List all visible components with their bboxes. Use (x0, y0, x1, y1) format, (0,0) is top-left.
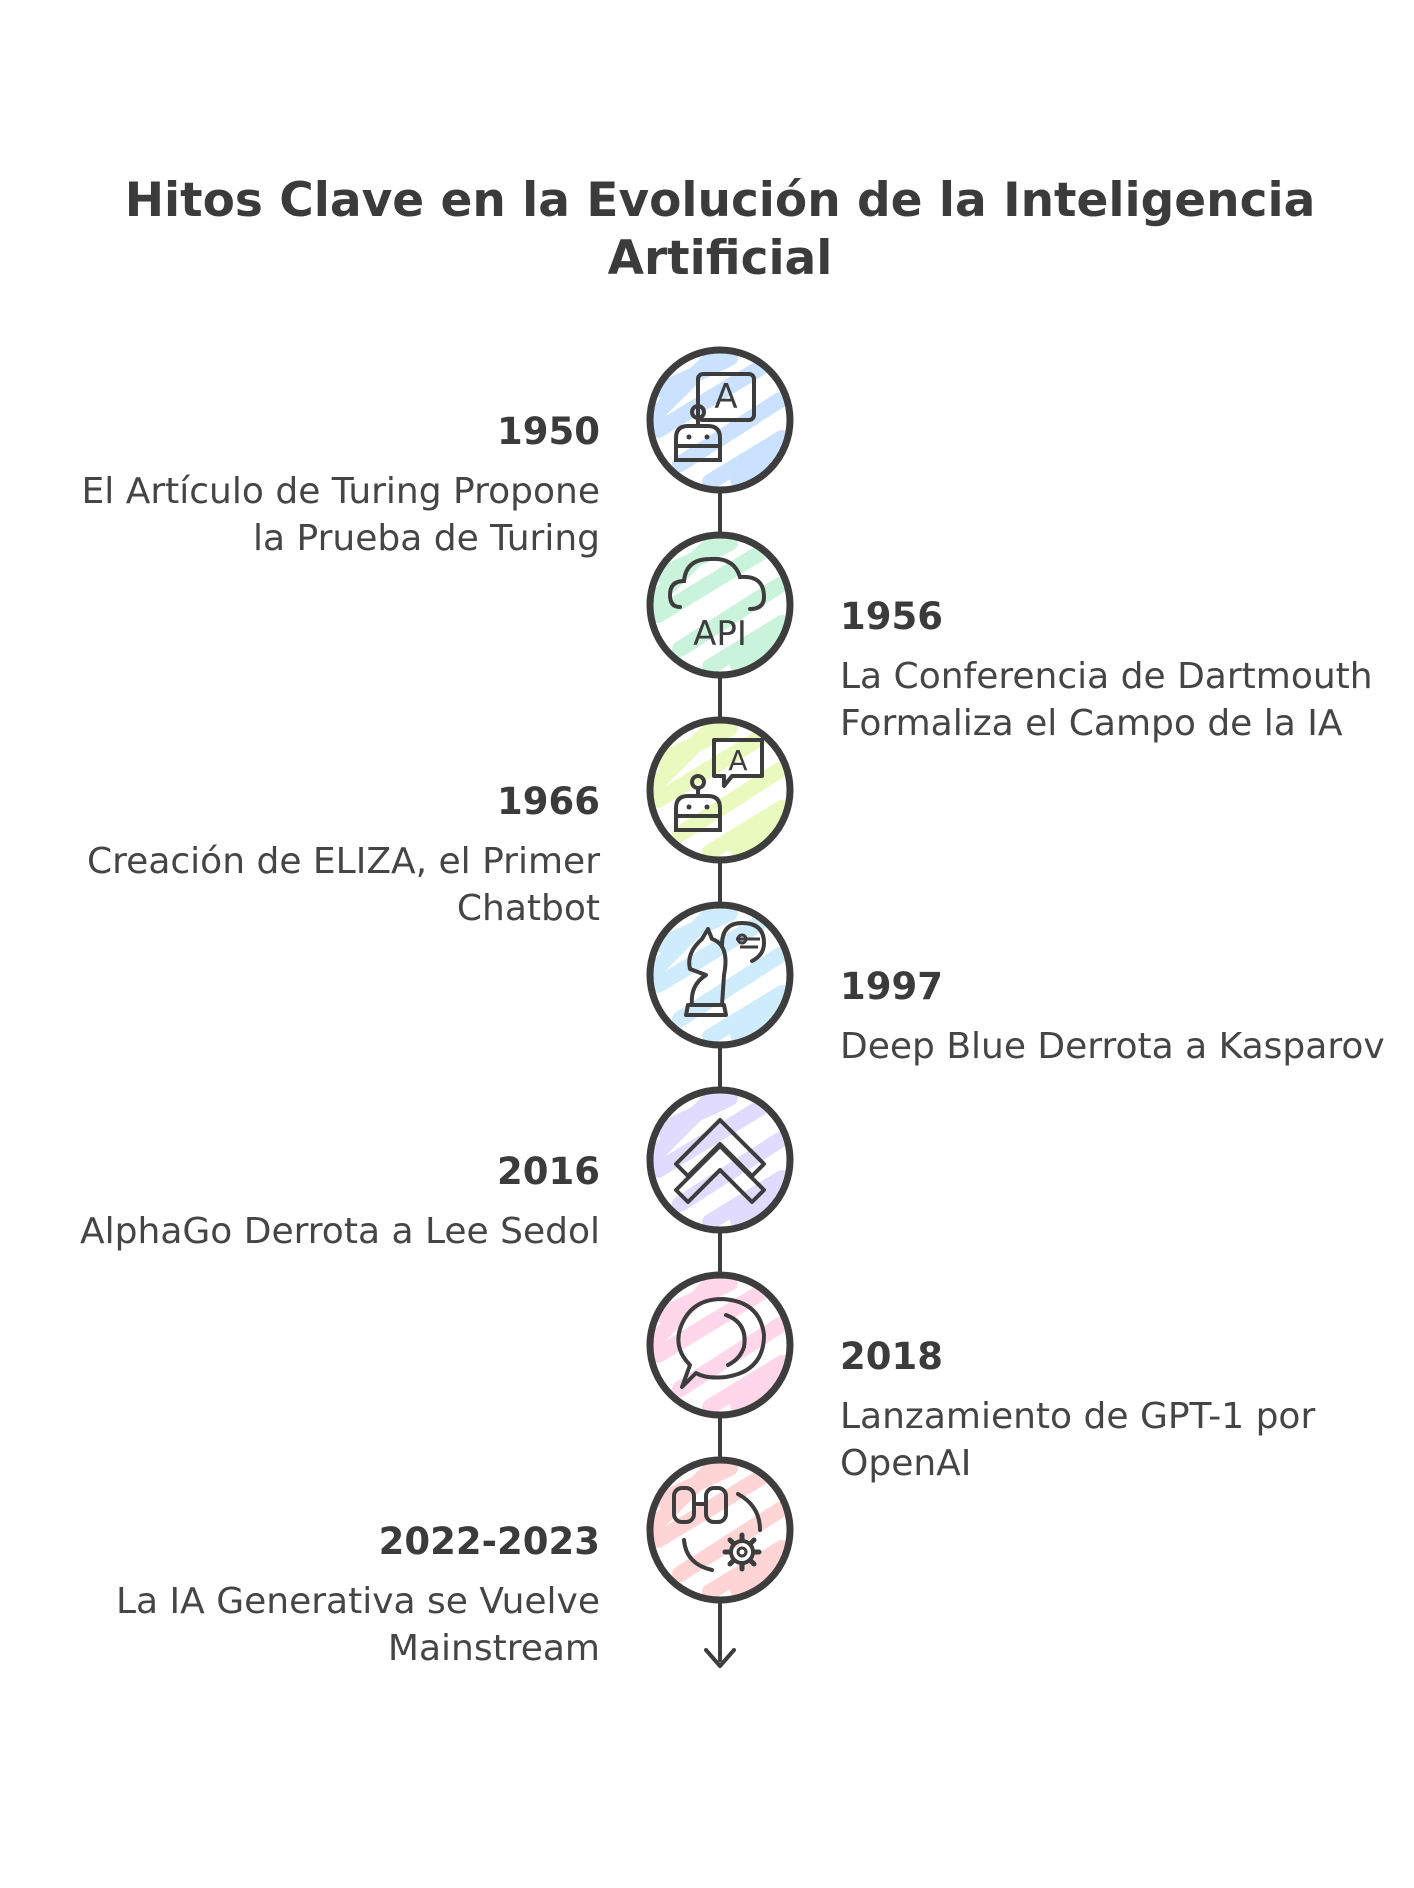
robot-translate-icon: A (674, 372, 756, 462)
milestone-description: Deep Blue Derrota a Kasparov (840, 1026, 1385, 1067)
milestone-year: 1997 (840, 965, 943, 1008)
milestone-description: El Artículo de Turing Propone la Prueba … (81, 471, 600, 559)
diagram-title: Hitos Clave en la Evolución de la Inteli… (124, 173, 1316, 286)
milestone-description: La Conferencia de Dartmouth Formaliza el… (840, 656, 1373, 744)
node-ring (646, 901, 794, 1049)
node-tint (646, 716, 790, 860)
milestone-year: 2016 (497, 1150, 600, 1193)
node-ring (646, 1086, 794, 1234)
milestone-description: AlphaGo Derrota a Lee Sedol (80, 1211, 600, 1252)
milestone-year: 1950 (497, 410, 600, 453)
milestone-node (646, 1086, 794, 1234)
robot-chat-icon: A (674, 738, 764, 832)
node-ring (646, 1271, 794, 1419)
svg-text:A: A (714, 377, 737, 417)
double-chevron-up-icon (674, 1118, 766, 1204)
milestone-node: API (646, 531, 794, 679)
milestone-year: 2022-2023 (378, 1520, 600, 1563)
milestone-description: La IA Generativa se Vuelve Mainstream (116, 1581, 600, 1669)
milestone-description: Creación de ELIZA, el Primer Chatbot (87, 841, 600, 929)
svg-text:API: API (693, 614, 747, 654)
cloud-api-icon: API (667, 556, 767, 654)
node-ring (646, 531, 794, 679)
speech-bubble-icon (676, 1297, 766, 1389)
milestone-node (646, 1271, 794, 1419)
milestone-year: 1966 (497, 780, 600, 823)
milestone-node (646, 901, 794, 1049)
chess-knight-brain-icon (684, 920, 767, 1017)
node-tint (646, 346, 790, 490)
svg-text:A: A (728, 744, 747, 777)
timeline-arrow (704, 1648, 736, 1668)
milestone-year: 1956 (840, 595, 943, 638)
milestone-description: Lanzamiento de GPT-1 por OpenAI (840, 1396, 1316, 1484)
milestone-node: A (646, 716, 794, 864)
milestone-node: A (646, 346, 794, 494)
milestone-year: 2018 (840, 1335, 943, 1378)
node-ring (646, 1456, 794, 1604)
node-tint (646, 901, 790, 1045)
node-ring (646, 716, 794, 864)
node-ring (646, 346, 794, 494)
milestone-node (646, 1456, 794, 1604)
binoculars-gear-icon (672, 1486, 762, 1572)
